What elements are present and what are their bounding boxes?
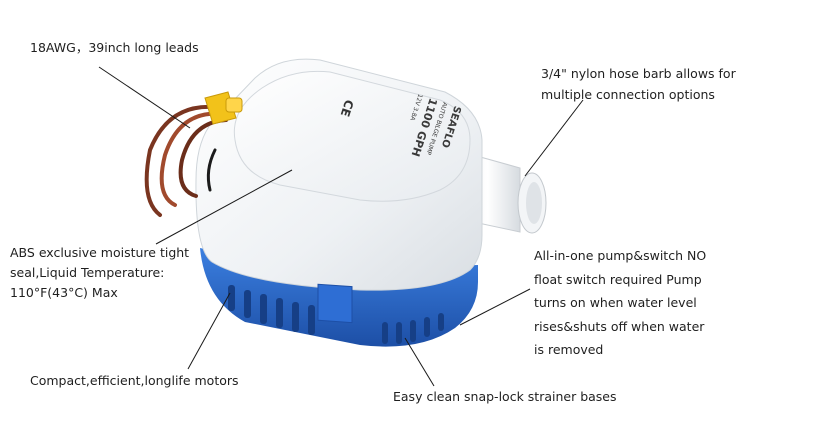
ce-mark-text: CE — [338, 98, 357, 119]
ce-mark: CE — [338, 98, 357, 119]
wire-connector — [204, 91, 243, 125]
leader-hose — [524, 99, 584, 177]
callout-leads: 18AWG，39inch long leads — [30, 40, 199, 55]
leader-strainer — [404, 337, 435, 387]
callout-strainer: Easy clean snap-lock strainer bases — [393, 389, 617, 404]
callout-abs-seal: ABS exclusive moisture tight seal,Liquid… — [10, 245, 190, 300]
lead-wires — [144, 104, 228, 217]
leader-motor — [187, 292, 231, 370]
leader-switch — [459, 288, 531, 326]
callout-hose-barb: 3/4" nylon hose barb allows for multiple… — [541, 66, 736, 102]
leader-abs — [155, 169, 293, 245]
callout-float-switch: All-in-one pump&switch NO float switch r… — [534, 248, 707, 357]
callout-motor: Compact,efficient,longlife motors — [30, 373, 239, 388]
leader-leads — [98, 66, 191, 129]
strainer-slots — [228, 285, 444, 344]
leader-lines — [98, 66, 584, 387]
pump-housing — [195, 58, 483, 324]
